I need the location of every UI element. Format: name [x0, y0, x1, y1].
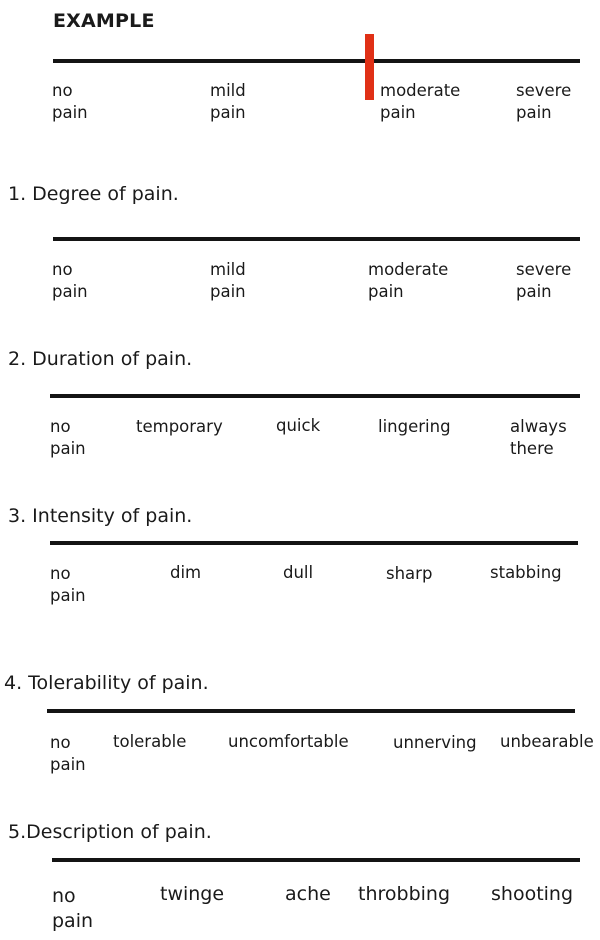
question-5-anchor-ache: ache: [285, 883, 331, 905]
question-2-scale-line[interactable]: [50, 394, 580, 398]
example-scale-line: [53, 59, 580, 63]
question-2-label: 2. Duration of pain.: [8, 348, 193, 370]
question-4-anchor-no-pain: no pain: [50, 733, 86, 774]
question-4-anchor-tolerable: tolerable: [113, 732, 187, 751]
question-2-anchor-always-there: always there: [510, 417, 567, 458]
question-5-scale-line[interactable]: [52, 858, 580, 862]
question-4-label: 4. Tolerability of pain.: [4, 672, 209, 694]
question-1-anchor-mild-pain: mild pain: [210, 260, 246, 301]
question-1-anchor-severe-pain: severe pain: [516, 260, 572, 301]
question-3-anchor-stabbing: stabbing: [490, 563, 562, 582]
example-heading: EXAMPLE: [53, 10, 155, 32]
question-1-anchor-moderate-pain: moderate pain: [368, 260, 449, 301]
question-4-scale-line[interactable]: [47, 709, 575, 713]
question-1-scale-line[interactable]: [53, 237, 580, 241]
example-marker: [365, 34, 374, 100]
question-1-label: 1. Degree of pain.: [8, 183, 179, 205]
question-2-anchor-no-pain: no pain: [50, 417, 86, 458]
question-2-anchor-temporary: temporary: [136, 417, 223, 436]
question-3-scale-line[interactable]: [50, 541, 578, 545]
question-5-anchor-no-pain: no pain: [52, 885, 94, 932]
question-5-anchor-shooting: shooting: [491, 883, 574, 905]
question-5-anchor-throbbing: throbbing: [358, 883, 451, 905]
question-4-anchor-uncomfortable: uncomfortable: [228, 732, 349, 751]
question-2-anchor-lingering: lingering: [378, 417, 451, 436]
example-anchor-severe-pain: severe pain: [516, 81, 572, 122]
question-3-anchor-sharp: sharp: [386, 564, 433, 583]
question-3-anchor-dull: dull: [283, 563, 314, 582]
question-5-label: 5.Description of pain.: [8, 821, 212, 843]
question-4-anchor-unnerving: unnerving: [393, 733, 477, 752]
question-2-anchor-quick: quick: [276, 416, 321, 435]
example-anchor-moderate-pain: moderate pain: [380, 81, 461, 122]
question-1-anchor-no-pain: no pain: [52, 260, 88, 301]
question-3-anchor-dim: dim: [170, 563, 202, 582]
example-anchor-mild-pain: mild pain: [210, 81, 246, 122]
question-5-anchor-twinge: twinge: [160, 883, 225, 905]
question-3-label: 3. Intensity of pain.: [8, 505, 193, 527]
question-3-anchor-no-pain: no pain: [50, 564, 86, 605]
example-anchor-no-pain: no pain: [52, 81, 88, 122]
question-4-anchor-unbearable: unbearable: [500, 732, 594, 751]
